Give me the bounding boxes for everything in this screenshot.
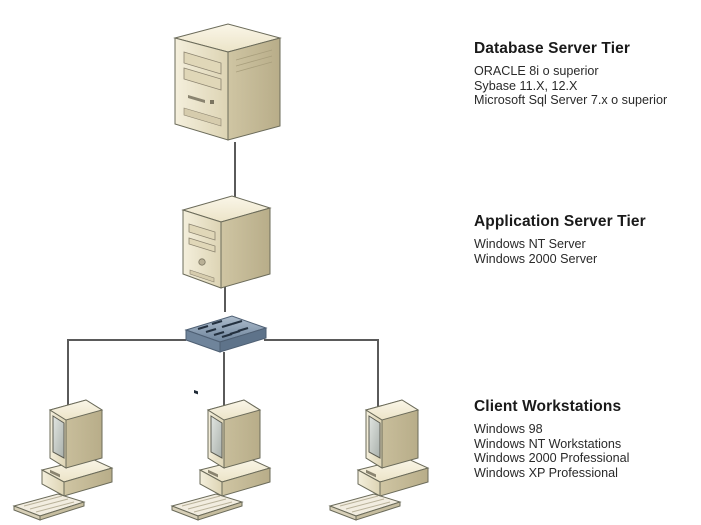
connection-lines — [67, 142, 379, 412]
tier-item: Windows 2000 Professional — [474, 451, 630, 466]
tier-item: Windows XP Professional — [474, 465, 618, 480]
database-server-icon — [173, 23, 282, 141]
network-hub-icon — [184, 315, 268, 395]
tier-item: Microsoft Sql Server 7.x o superior — [474, 93, 668, 108]
tier-item: Sybase 11.X, 12.X — [474, 78, 578, 93]
tier-item: ORACLE 8i o superior — [474, 64, 599, 78]
tier-item: Windows 98 — [474, 422, 543, 436]
application-server-icon — [181, 195, 272, 289]
tier-title: Client Workstations — [474, 398, 622, 415]
workstation-icon-right — [329, 399, 429, 521]
tier-items: Windows NT Server Windows 2000 Server — [474, 237, 698, 266]
tier-items: ORACLE 8i o superior Sybase 11.X, 12.X M… — [474, 64, 698, 108]
hub-to-client-right-link — [264, 339, 379, 412]
client-workstations-tier: Client Workstations Windows 98 Windows N… — [474, 398, 698, 480]
tier-item: Windows 2000 Server — [474, 251, 598, 266]
tier-item: Windows NT Server — [474, 237, 586, 251]
workstation-icon-left — [13, 399, 113, 521]
database-server-tier: Database Server Tier ORACLE 8i o superio… — [474, 40, 698, 108]
application-server-tier: Application Server Tier Windows NT Serve… — [474, 213, 698, 266]
tier-items: Windows 98 Windows NT Workstations Windo… — [474, 422, 698, 480]
hub-to-client-left-link — [67, 339, 186, 412]
tier-title: Database Server Tier — [474, 40, 630, 57]
workstation-icon-center — [171, 399, 271, 521]
tier-item: Windows NT Workstations — [474, 436, 622, 451]
tier-title: Application Server Tier — [474, 213, 646, 230]
